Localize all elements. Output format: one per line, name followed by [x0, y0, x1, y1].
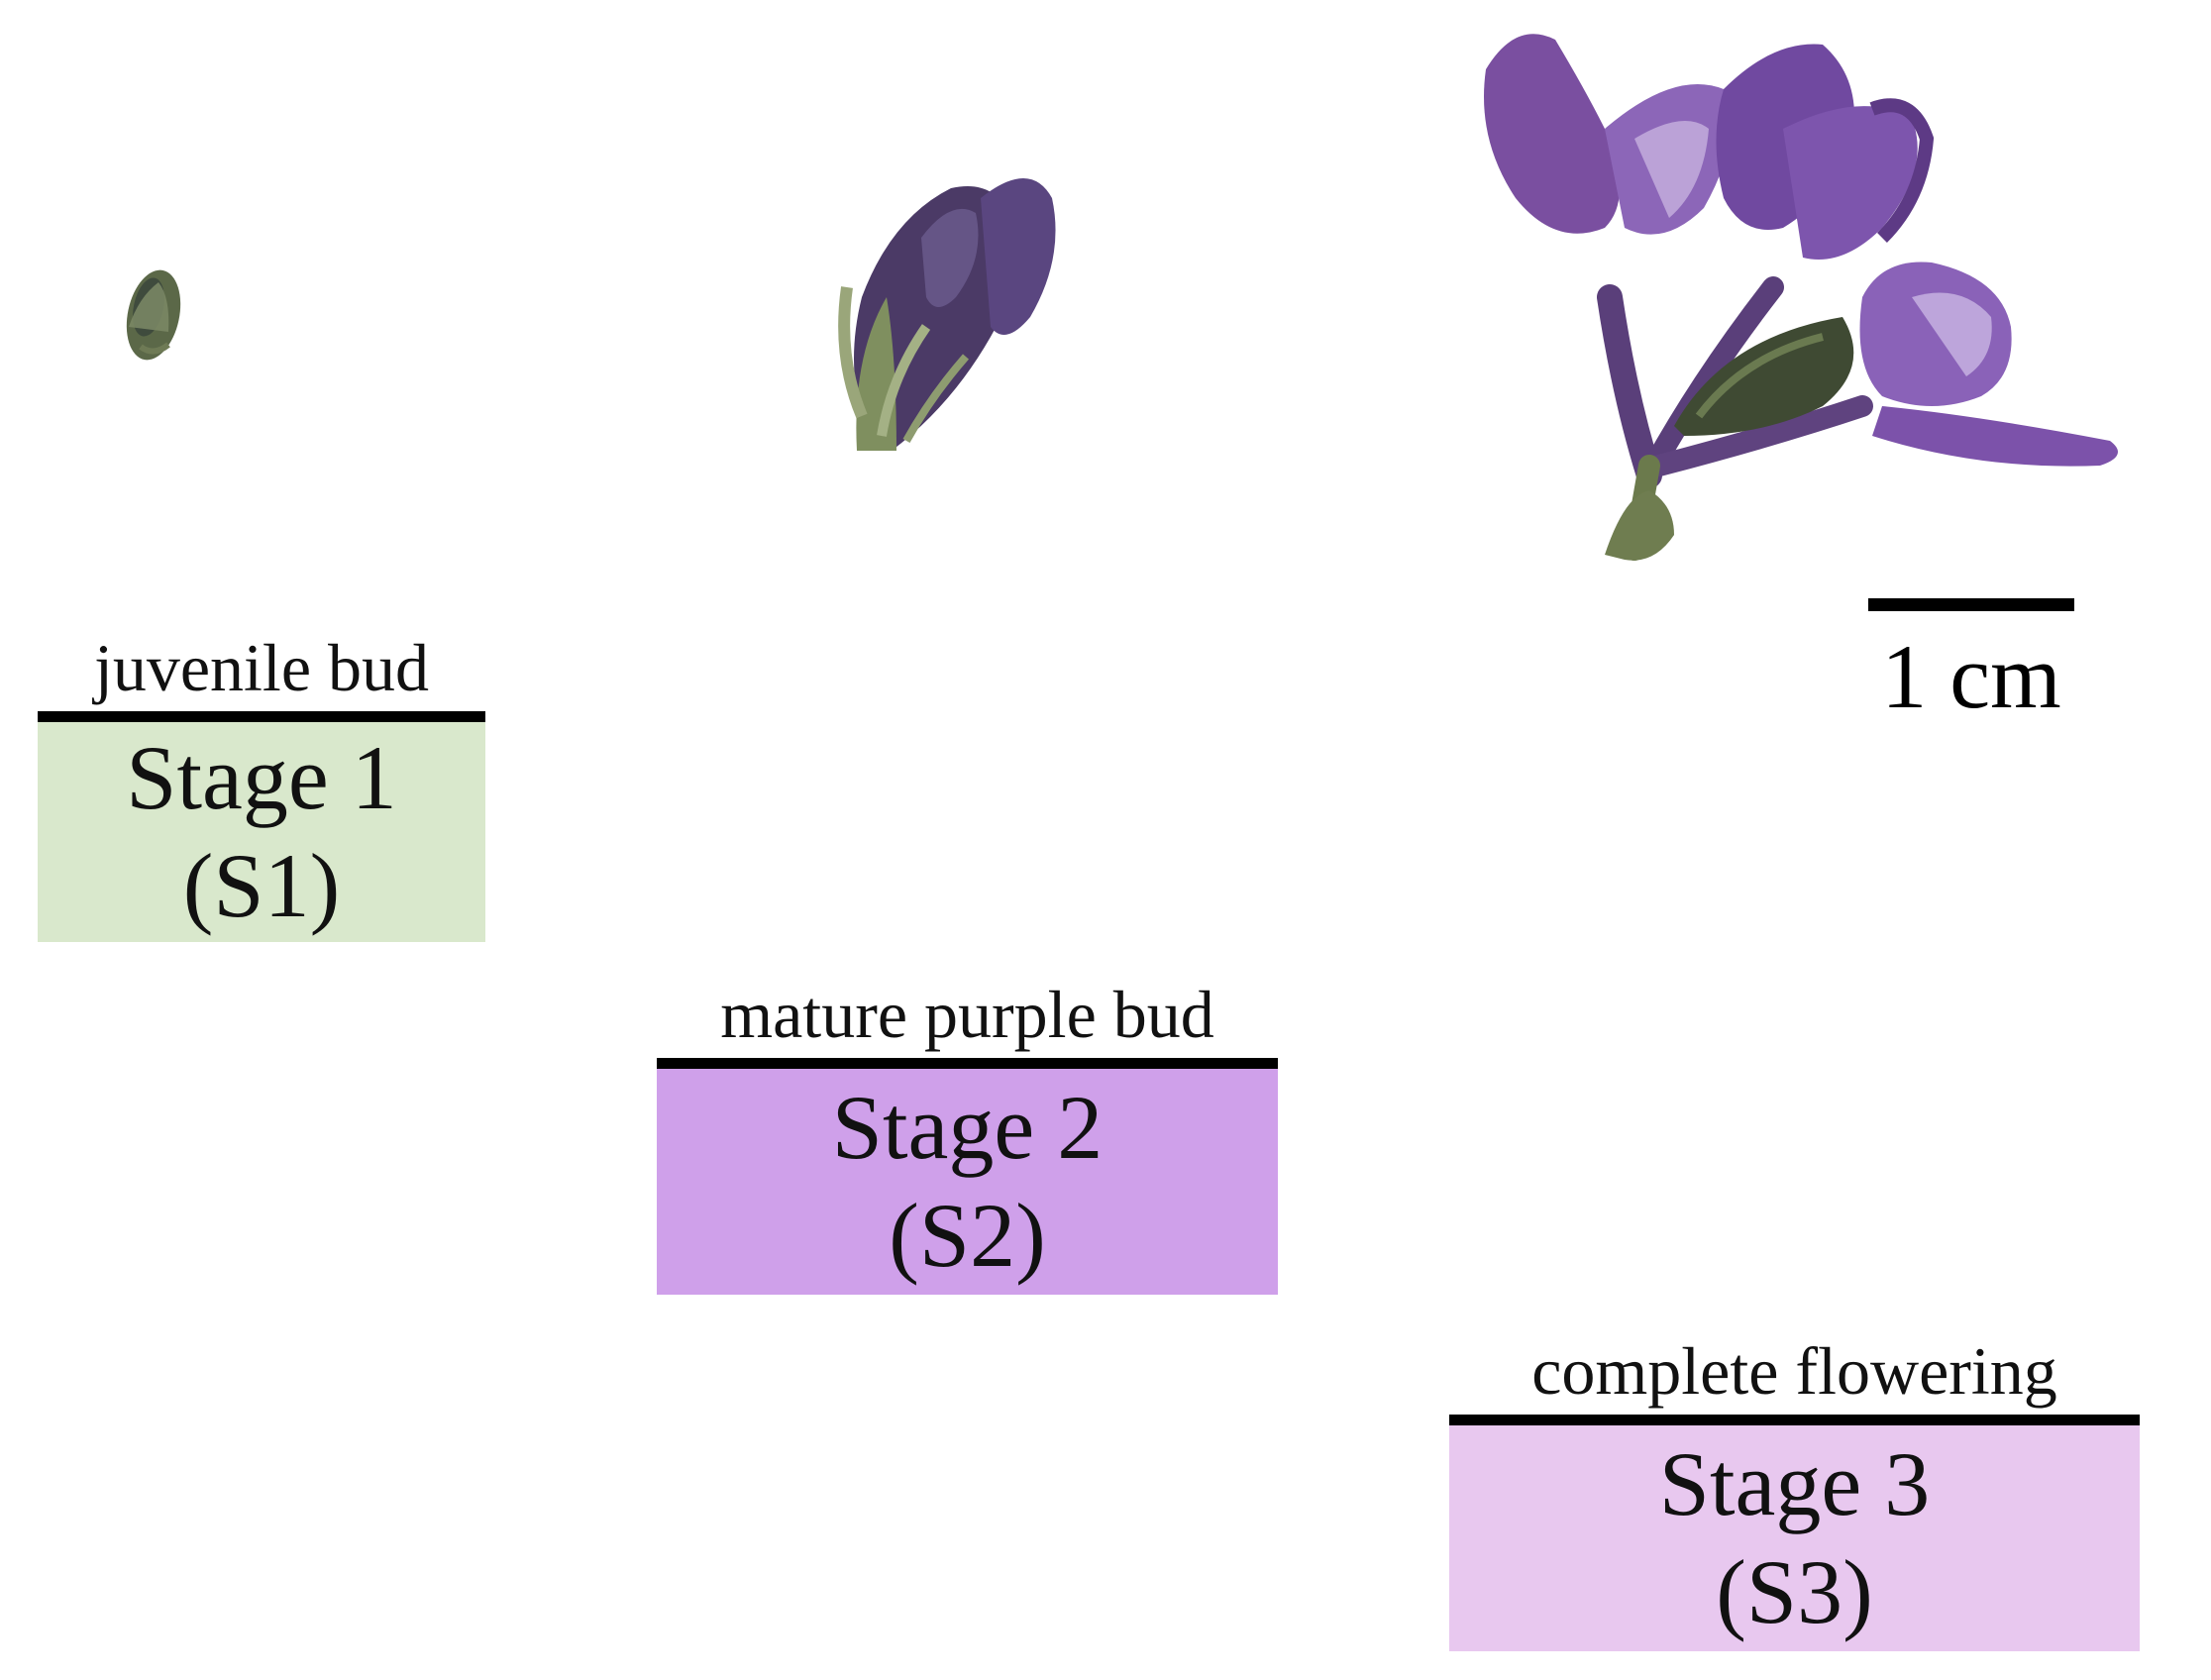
stage-3-title: Stage 3: [1658, 1433, 1931, 1535]
stage-3-card: complete flowering Stage 3 (S3): [1449, 1337, 2140, 1651]
stage-1-code: (S1): [182, 835, 341, 936]
mature-purple-bud-image: [838, 178, 1056, 451]
stage-1-label-box: Stage 1 (S1): [38, 722, 485, 942]
complete-flowering-image: [1484, 34, 2118, 561]
stage-1-title: Stage 1: [126, 727, 397, 829]
stage-2-divider: [657, 1058, 1278, 1069]
stage-2-title: Stage 2: [831, 1077, 1104, 1179]
stage-3-divider: [1449, 1415, 2140, 1425]
stage-1-description: juvenile bud: [93, 630, 430, 705]
stage-1-divider: [38, 711, 485, 722]
stage-2-card: mature purple bud Stage 2 (S2): [657, 981, 1278, 1295]
juvenile-bud-image: [126, 269, 181, 361]
stage-1-card: juvenile bud Stage 1 (S1): [38, 634, 485, 942]
stage-3-code: (S3): [1716, 1541, 1873, 1642]
scale-bar-label: 1 cm: [1881, 626, 2061, 727]
scale-bar-line: [1868, 598, 2074, 611]
stage-2-code: (S2): [889, 1185, 1046, 1286]
stage-2-description: mature purple bud: [720, 977, 1214, 1052]
stage-3-label-box: Stage 3 (S3): [1449, 1425, 2140, 1651]
scale-bar: 1 cm: [1868, 598, 2074, 722]
stage-2-label-box: Stage 2 (S2): [657, 1069, 1278, 1295]
stage-3-description: complete flowering: [1531, 1333, 2057, 1409]
